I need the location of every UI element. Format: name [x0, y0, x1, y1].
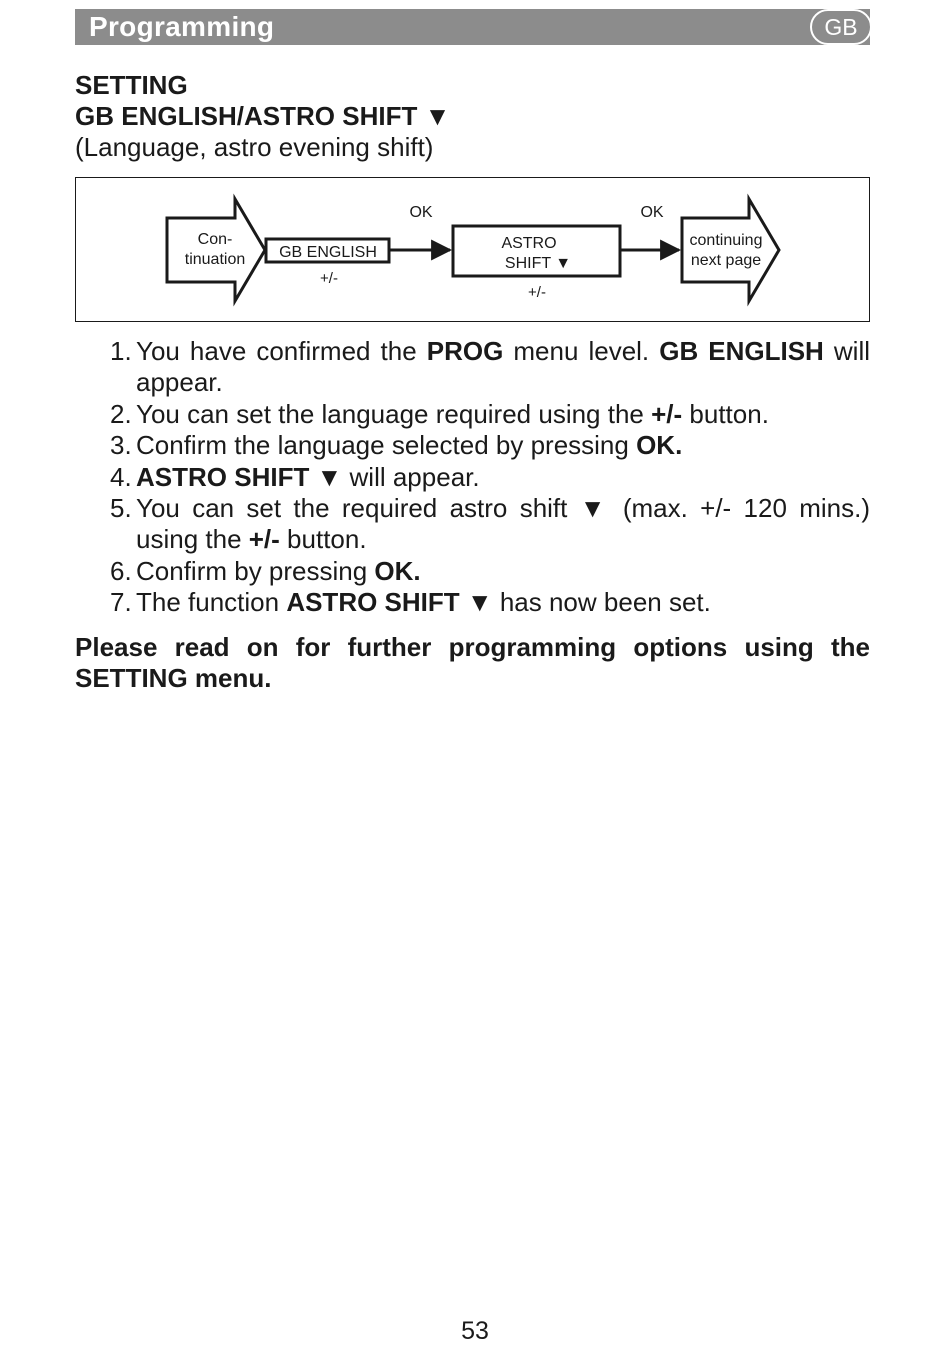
- text-run: button.: [682, 398, 769, 429]
- text-run: The function: [136, 587, 287, 618]
- step-item: 3. Confirm the language selected by pres…: [110, 430, 870, 461]
- ok-label-1: OK: [409, 204, 432, 221]
- step-number: 3.: [110, 430, 132, 461]
- step-text: The function ASTRO SHIFT ▼ has now been …: [136, 587, 711, 617]
- step-number: 4.: [110, 461, 132, 492]
- bold-term: OK.: [636, 430, 683, 461]
- text-run: You can set the language required using …: [136, 398, 652, 429]
- further-reading-note: Please read on for further programming o…: [75, 632, 870, 694]
- step-text: Confirm by pressing OK.: [136, 556, 421, 586]
- flow-diagram-svg: Con- tinuation GB ENGLISH +/- OK ASTRO S…: [165, 193, 781, 307]
- step-item: 1.You have confirmed the PROG menu level…: [110, 336, 870, 399]
- end-arrow-shape: [680, 193, 781, 307]
- bold-term: ASTRO SHIFT ▼: [136, 461, 343, 492]
- text-run: Confirm the language selected by pressin…: [136, 430, 637, 461]
- bold-term: +/-: [248, 524, 280, 555]
- bold-term: GB ENGLISH: [659, 336, 824, 366]
- bold-term: OK.: [374, 555, 421, 586]
- step-item: 6. Confirm by pressing OK.: [110, 556, 870, 587]
- page-number: 53: [461, 1317, 489, 1345]
- step-item: 2.You can set the language required usin…: [110, 399, 870, 430]
- step-text: ASTRO SHIFT ▼ will appear.: [136, 462, 480, 492]
- step-item: 4. ASTRO SHIFT ▼ will appear.: [110, 462, 870, 493]
- section-subtitle: (Language, astro evening shift): [75, 132, 434, 162]
- flow-diagram: Con- tinuation GB ENGLISH +/- OK ASTRO S…: [75, 177, 870, 322]
- bold-term: PROG: [426, 336, 504, 366]
- text-run: You can set the required astro shift ▼ (…: [136, 493, 870, 555]
- astro-shift-adjust-label: +/-: [528, 284, 546, 301]
- astro-shift-label-1: ASTRO: [501, 235, 556, 252]
- step-number: 2.: [110, 398, 132, 429]
- page-header-title: Programming: [89, 11, 275, 42]
- text-run: You have confirmed the: [136, 336, 427, 366]
- step-text: You can set the language required using …: [136, 399, 769, 429]
- header-bar: Programming GB: [75, 9, 872, 45]
- step-number: 7.: [110, 587, 132, 618]
- text-run: will appear.: [342, 461, 480, 492]
- section-title-line2: GB ENGLISH/ASTRO SHIFT ▼: [75, 101, 451, 131]
- gb-english-adjust-label: +/-: [320, 270, 338, 287]
- gb-english-label: GB ENGLISH: [279, 244, 377, 261]
- bold-term: +/-: [651, 398, 683, 429]
- start-arrow-label-1: Con-: [198, 231, 233, 248]
- language-badge: GB: [810, 9, 872, 45]
- text-run: has now been set.: [492, 587, 711, 618]
- text-run: menu level.: [503, 336, 660, 366]
- instruction-steps: 1.You have confirmed the PROG menu level…: [110, 336, 870, 619]
- section-title-line1: SETTING: [75, 70, 188, 100]
- step-item: 5.You can set the required astro shift ▼…: [110, 493, 870, 556]
- start-arrow-label-2: tinuation: [185, 251, 246, 268]
- section-title: SETTING GB ENGLISH/ASTRO SHIFT ▼: [75, 70, 450, 132]
- ok-label-2: OK: [640, 204, 663, 221]
- step-item: 7.The function ASTRO SHIFT ▼ has now bee…: [110, 587, 870, 618]
- start-arrow-shape: [165, 193, 267, 307]
- text-run: will appear.: [136, 336, 870, 398]
- end-arrow-label-1: continuing: [690, 232, 763, 249]
- step-number: 5.: [110, 493, 132, 524]
- text-run: button.: [279, 524, 367, 555]
- end-arrow-label-2: next page: [691, 252, 761, 269]
- astro-shift-box: [451, 224, 622, 278]
- step-text: You can set the required astro shift ▼ (…: [136, 493, 870, 554]
- step-number: 1.: [110, 336, 132, 366]
- step-text: Confirm the language selected by pressin…: [136, 430, 682, 460]
- step-text: You have confirmed the PROG menu level. …: [136, 336, 870, 397]
- astro-shift-label-2: SHIFT ▼: [505, 255, 571, 272]
- text-run: Confirm by pressing: [136, 555, 375, 586]
- step-number: 6.: [110, 555, 132, 586]
- bold-term: ASTRO SHIFT ▼: [286, 587, 493, 618]
